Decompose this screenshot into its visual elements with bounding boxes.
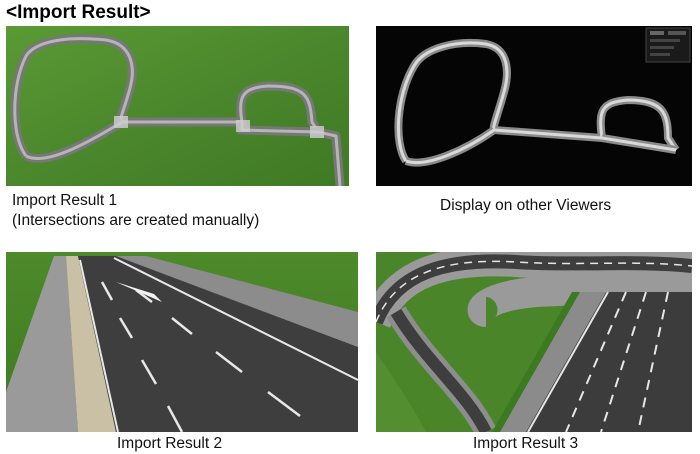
import-result-1-image (6, 26, 349, 186)
page-title: <Import Result> (6, 2, 151, 23)
import-result-3-caption: Import Result 3 (473, 434, 578, 454)
import-result-2-caption: Import Result 2 (117, 434, 222, 454)
import-result-1-caption-line1: Import Result 1 (12, 192, 118, 209)
import-result-2-image (6, 252, 358, 432)
import-result-3-caption-line1: Import Result 3 (473, 435, 579, 452)
other-viewer-caption-line1: Display on other Viewers (440, 197, 612, 214)
import-result-2-caption-line1: Import Result 2 (117, 435, 223, 452)
import-result-1-caption: Import Result 1 (Intersections are creat… (12, 191, 259, 231)
import-result-3-image (376, 252, 692, 432)
other-viewer-caption: Display on other Viewers (440, 196, 611, 216)
import-result-1-caption-line2: (Intersections are created manually) (12, 212, 260, 229)
other-viewer-image (376, 26, 692, 186)
